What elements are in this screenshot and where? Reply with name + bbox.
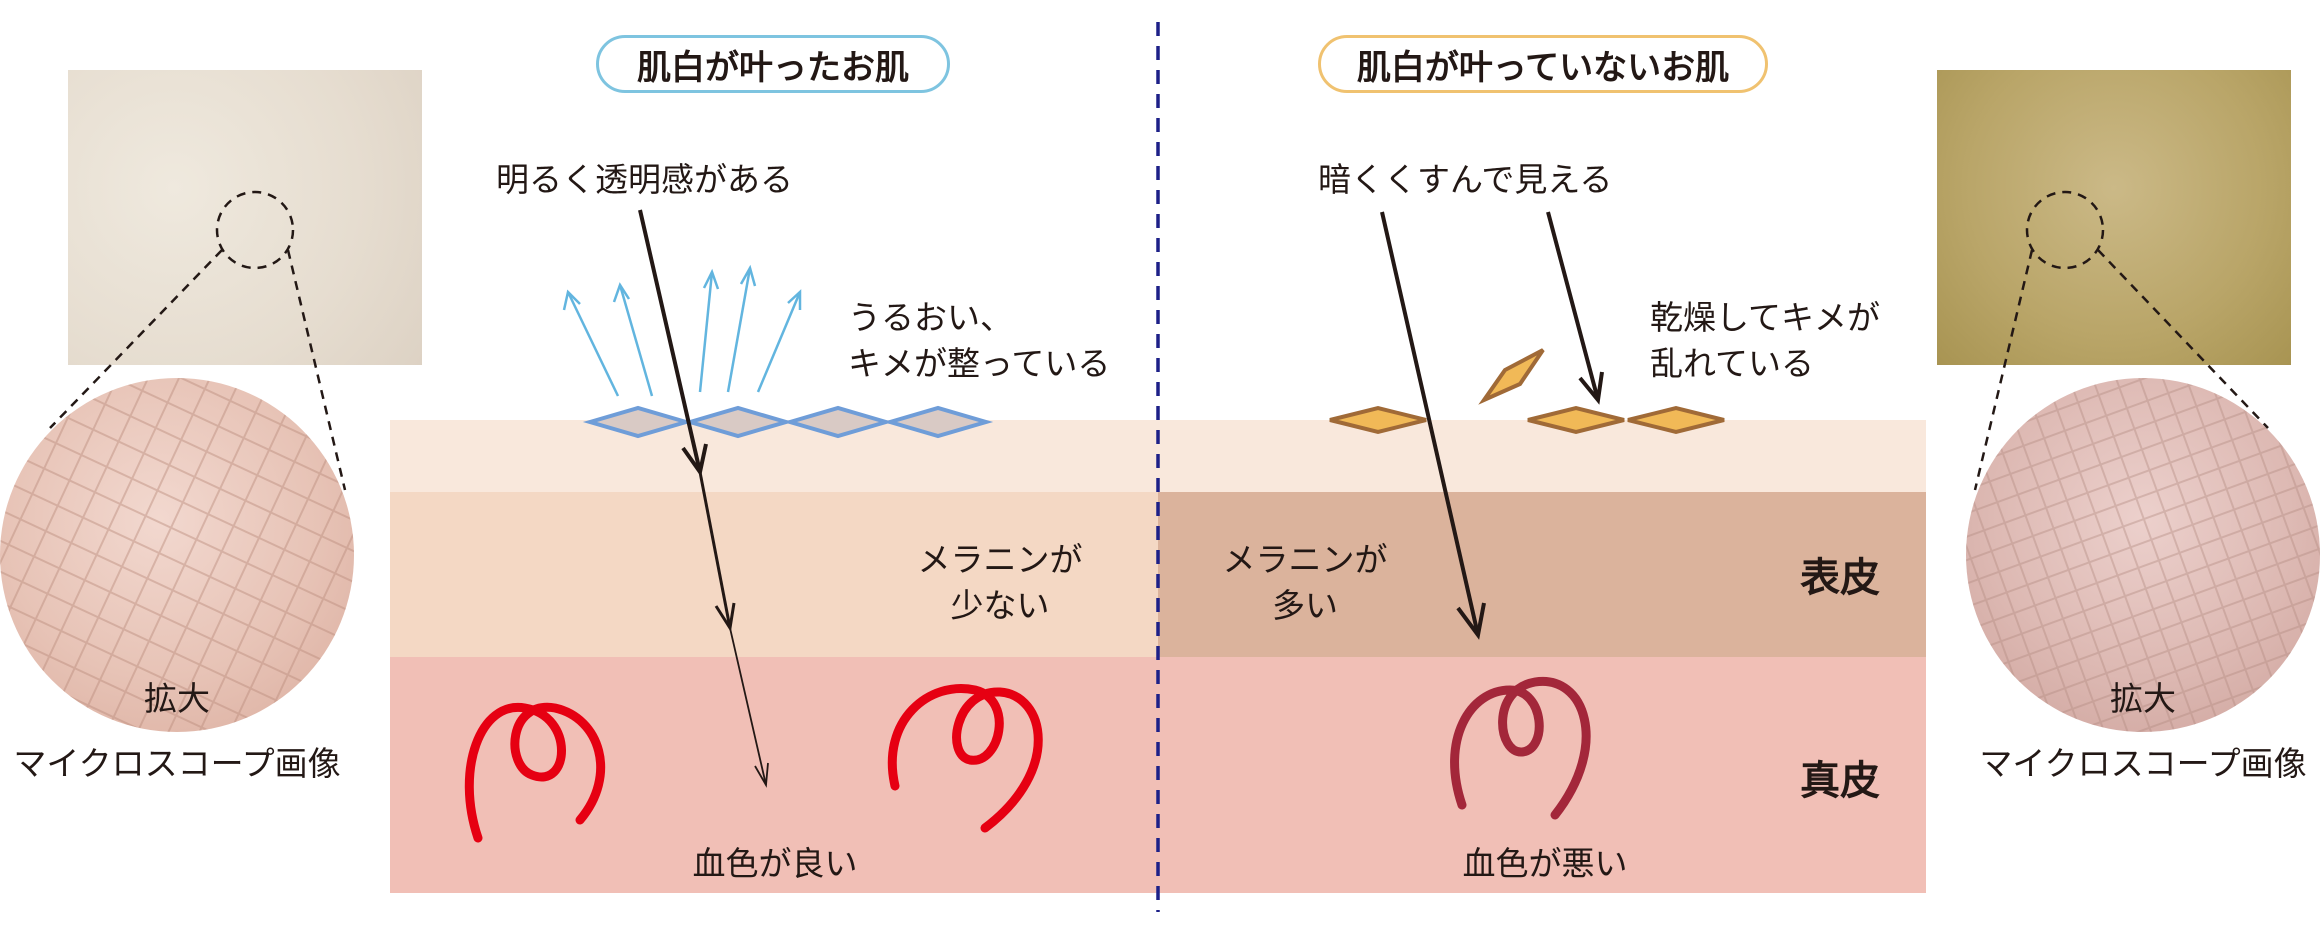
right-note-top: 暗くくすんで見える bbox=[1318, 160, 1613, 199]
left-note-melanin-line2: 少ない bbox=[950, 586, 1050, 625]
left-note-surface: うるおい、 キメが整っている bbox=[848, 295, 1110, 387]
right-image-caption: マイクロスコープ画像 bbox=[1979, 744, 2307, 783]
left-incoming-light-arrow bbox=[638, 209, 769, 788]
right-note-melanin-line1: メラニンが bbox=[1222, 540, 1388, 579]
right-note-surface-line1: 乾燥してキメが bbox=[1650, 298, 1881, 337]
epidermis-band-right bbox=[1158, 492, 1926, 657]
left-note-surface-line1: うるおい、 bbox=[848, 298, 1013, 337]
blood-vessel-bad bbox=[1450, 676, 1591, 820]
left-zoom-callout bbox=[49, 190, 347, 491]
blood-vessel-good-right bbox=[887, 684, 1043, 833]
right-skin-photo bbox=[1937, 70, 2291, 365]
left-note-top: 明るく透明感がある bbox=[496, 160, 793, 199]
right-panel-title-text: 肌白が叶っていないお肌 bbox=[1356, 47, 1730, 88]
right-note-melanin: メラニンが 多い bbox=[1205, 537, 1405, 629]
left-skin-photo bbox=[68, 70, 422, 365]
healthy-skin-cells bbox=[582, 405, 994, 439]
right-zoom-callout bbox=[1973, 190, 2269, 491]
blood-vessel-good-left bbox=[464, 702, 606, 843]
right-note-blood: 血色が悪い bbox=[1462, 844, 1628, 883]
left-zoom-label: 拡大 bbox=[144, 679, 210, 718]
left-note-melanin-line1: メラニンが bbox=[917, 540, 1083, 579]
dry-skin-cells bbox=[1329, 348, 1725, 435]
left-panel-title: 肌白が叶ったお肌 bbox=[596, 35, 950, 93]
right-panel-title: 肌白が叶っていないお肌 bbox=[1318, 35, 1768, 93]
left-note-melanin: メラニンが 少ない bbox=[900, 537, 1100, 629]
left-note-blood: 血色が良い bbox=[692, 844, 858, 883]
epidermis-band-left bbox=[390, 492, 1158, 657]
epidermis-label: 表皮 bbox=[1800, 555, 1880, 601]
left-note-surface-line2: キメが整っている bbox=[848, 344, 1111, 383]
right-note-surface-line2: 乱れている bbox=[1650, 344, 1815, 383]
light-reflection-arrows bbox=[562, 264, 802, 397]
left-panel-title-text: 肌白が叶ったお肌 bbox=[637, 47, 909, 88]
left-image-caption: マイクロスコープ画像 bbox=[13, 744, 341, 783]
right-note-surface: 乾燥してキメが 乱れている bbox=[1650, 295, 1880, 387]
right-note-melanin-line2: 多い bbox=[1272, 586, 1338, 625]
dermis-label: 真皮 bbox=[1800, 758, 1880, 804]
left-microscope-texture bbox=[0, 378, 354, 732]
right-incoming-light-arrows bbox=[1380, 211, 1604, 640]
right-microscope-texture bbox=[1966, 378, 2320, 732]
right-zoom-label: 拡大 bbox=[2110, 679, 2176, 718]
